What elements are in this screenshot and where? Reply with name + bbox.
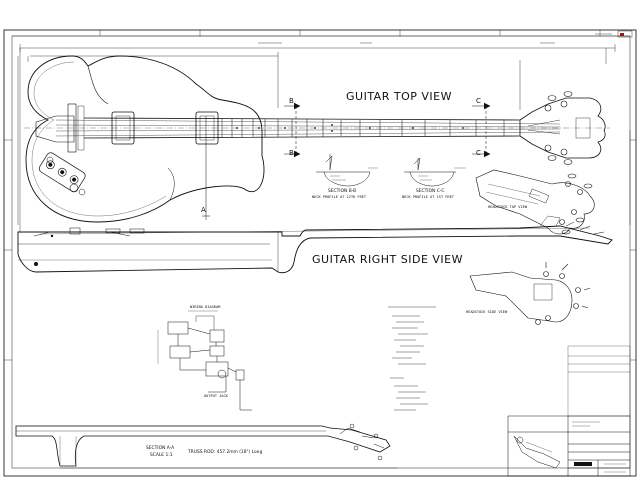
headstock-side-detail [469, 262, 591, 325]
section-cc-title: SECTION C-C [416, 189, 445, 194]
guitar-top-view [24, 55, 610, 223]
wiring-diagram [157, 310, 252, 411]
output-jack-label: OUTPUT JACK [204, 394, 228, 398]
guitar-side-view [17, 215, 613, 274]
section-marker-c-top: C [476, 97, 481, 105]
headstock-top-detail [475, 169, 595, 235]
section-marker-c-bottom: C [476, 149, 481, 157]
section-aa-title: SECTION A-A [146, 446, 175, 451]
section-marker-b-top: B [289, 97, 294, 105]
section-marker-b-bottom: B [289, 149, 294, 157]
wiring-diagram-title: WIRING DIAGRAM [190, 305, 221, 309]
headstock-top-label: HEADSTOCK TOP VIEW [488, 205, 527, 209]
section-bb-title: SECTION B-B [328, 189, 357, 194]
truss-rod-note: TRUSS ROD: 457.2mm (18") Long [188, 450, 263, 455]
title-block [507, 345, 631, 477]
section-aa-scale: SCALE 1:1 [150, 453, 173, 458]
section-marker-a: A [201, 206, 206, 214]
top-view-title: GUITAR TOP VIEW [346, 90, 452, 103]
neck-sections [316, 154, 466, 187]
section-bb-note: NECK PROFILE AT 12TH FRET [312, 195, 367, 199]
section-aa-profile [15, 423, 398, 469]
headstock-side-label: HEADSTOCK SIDE VIEW [466, 310, 508, 314]
red-corner-mark [620, 33, 624, 36]
section-cc-note: NECK PROFILE AT 1ST FRET [402, 195, 454, 199]
parts-notes [388, 306, 436, 411]
section-marker-lines [202, 102, 491, 220]
side-view-title: GUITAR RIGHT SIDE VIEW [312, 253, 463, 266]
